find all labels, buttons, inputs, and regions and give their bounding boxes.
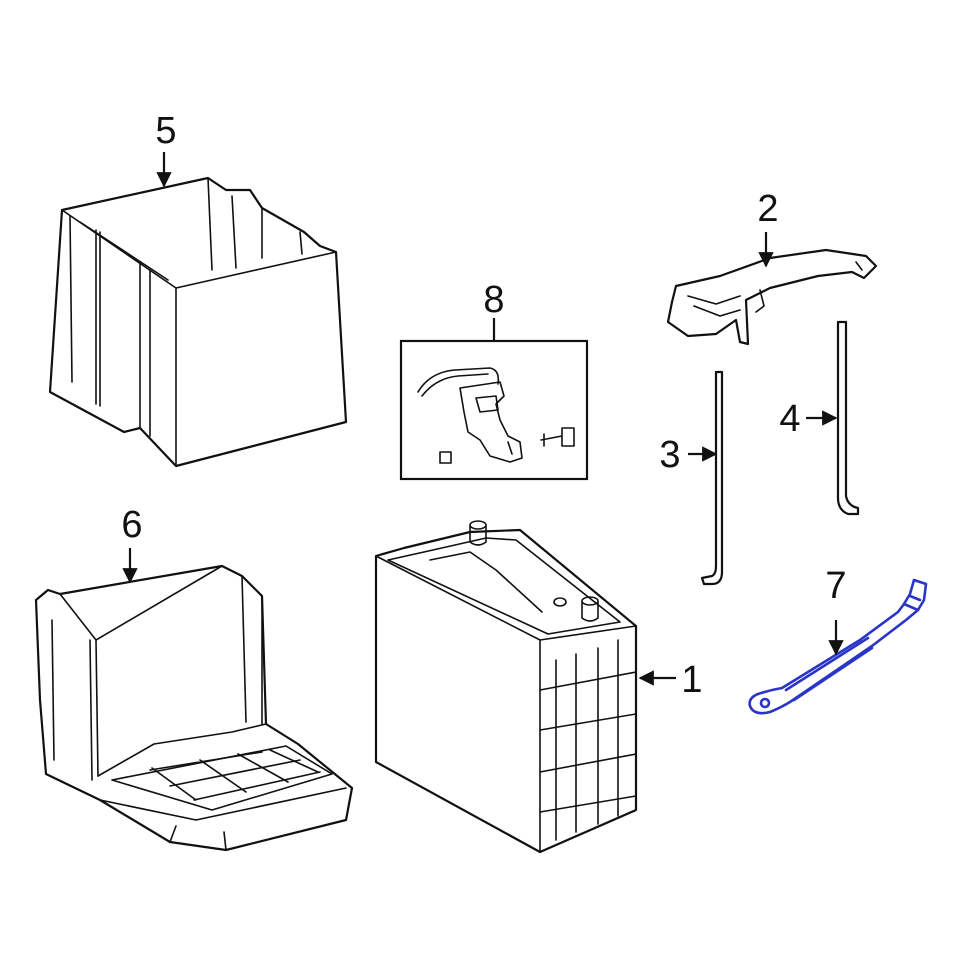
callout-6: 6 [121,504,143,584]
part-1-battery[interactable] [374,520,638,854]
svg-text:7: 7 [825,565,846,607]
svg-text:6: 6 [121,504,142,546]
part-5-battery-cover[interactable] [48,176,348,468]
callout-1: 1 [638,659,703,701]
callout-3: 3 [659,434,718,476]
part-6-battery-tray[interactable] [34,564,354,852]
svg-text:3: 3 [659,434,680,476]
svg-text:5: 5 [155,110,176,152]
part-3-hold-down-rod[interactable] [700,370,724,586]
part-2-hold-down-bracket[interactable] [666,248,878,346]
part-4-hold-down-rod[interactable] [836,320,860,516]
callout-8: 8 [483,279,505,341]
callout-7: 7 [825,565,847,656]
callout-5: 5 [155,110,177,188]
svg-text:8: 8 [483,279,504,321]
part-8-terminal-kit[interactable] [399,339,589,481]
callout-2: 2 [757,188,779,268]
part-7-negative-cable[interactable] [748,578,928,715]
svg-text:2: 2 [757,188,778,230]
svg-text:4: 4 [779,398,800,440]
callout-4: 4 [779,398,838,440]
svg-text:1: 1 [681,659,702,701]
